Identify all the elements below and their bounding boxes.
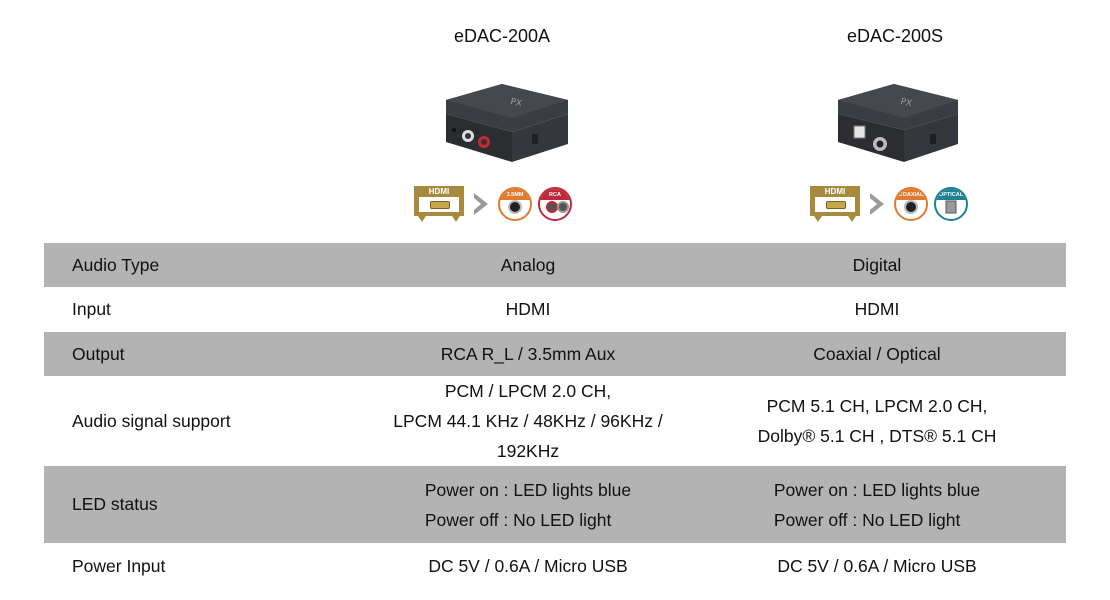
optical-port-icon: OPTICAL	[934, 187, 968, 221]
row-label: Power Input	[72, 556, 166, 576]
row-label: Input	[72, 299, 111, 319]
hdmi-input-icon: HDMI	[414, 186, 464, 222]
product-title-edac-200s: eDAC-200S	[846, 26, 944, 46]
cell-edac-200s: HDMI	[854, 299, 900, 319]
table-row-led-status: LED status Power on : LED lights blue Po…	[44, 466, 1066, 543]
cell-edac-200s: Power on : LED lights blue Power off : N…	[688, 466, 1066, 543]
row-label: Audio signal support	[72, 410, 231, 431]
cell-line: Dolby® 5.1 CH , DTS® 5.1 CH	[757, 426, 997, 446]
cell-line: PCM / LPCM 2.0 CH,	[444, 381, 612, 401]
cell-edac-200s: Digital	[688, 243, 1066, 287]
cell-edac-200a: Power on : LED lights blue Power off : N…	[368, 466, 688, 543]
coaxial-jack-icon: COAXIAL	[894, 187, 928, 221]
arrow-right-icon	[870, 193, 884, 215]
signal-flow-edac-200s: HDMI COAXIAL OPTICAL	[810, 186, 968, 222]
table-row-power-input: Power Input DC 5V / 0.6A / Micro USB DC …	[44, 543, 1066, 590]
device-edac-200a-image: PX	[446, 84, 568, 162]
cell-edac-200s: Coaxial / Optical	[688, 332, 1066, 376]
table-row-input: Input HDMI HDMI	[44, 287, 1066, 332]
cell-edac-200a: Analog	[368, 243, 688, 287]
cell-line: PCM 5.1 CH, LPCM 2.0 CH,	[766, 396, 988, 416]
cell-edac-200a: RCA R_L / 3.5mm Aux	[368, 332, 688, 376]
cell-line: Power on : LED lights blue	[773, 479, 981, 500]
svg-text:PX: PX	[509, 97, 522, 109]
cell-line: LPCM 44.1 KHz / 48KHz / 96KHz / 192KHz	[393, 411, 663, 461]
cell-edac-200a: HDMI	[505, 299, 551, 319]
arrow-right-icon	[474, 193, 488, 215]
cell-line: Power on : LED lights blue	[424, 479, 632, 500]
cell-edac-200a: DC 5V / 0.6A / Micro USB	[428, 556, 628, 576]
aux-jack-icon: 3.5MM	[498, 187, 532, 221]
row-label: Output	[44, 332, 368, 376]
rca-jack-icon: RCA	[538, 187, 572, 221]
signal-flow-edac-200a: HDMI 3.5MM RCA	[414, 186, 572, 222]
hdmi-input-icon: HDMI	[810, 186, 860, 222]
cell-line: Power off : No LED light	[424, 509, 612, 530]
svg-text:PX: PX	[899, 97, 912, 109]
product-title-edac-200a: eDAC-200A	[453, 26, 551, 46]
cell-edac-200s: DC 5V / 0.6A / Micro USB	[777, 556, 977, 576]
spec-comparison-table: Audio Type Analog Digital Input HDMI HDM…	[44, 243, 1066, 590]
cell-edac-200a: PCM / LPCM 2.0 CH, LPCM 44.1 KHz / 48KHz…	[368, 376, 688, 466]
table-row-audio-type: Audio Type Analog Digital	[44, 243, 1066, 287]
cell-edac-200s: PCM 5.1 CH, LPCM 2.0 CH, Dolby® 5.1 CH ,…	[688, 376, 1066, 466]
cell-line: Power off : No LED light	[773, 509, 961, 530]
table-row-output: Output RCA R_L / 3.5mm Aux Coaxial / Opt…	[44, 332, 1066, 376]
row-label: Audio Type	[44, 243, 368, 287]
device-edac-200s-image: PX	[838, 84, 958, 162]
row-label: LED status	[44, 466, 368, 543]
table-row-audio-signal-support: Audio signal support PCM / LPCM 2.0 CH, …	[44, 376, 1066, 466]
